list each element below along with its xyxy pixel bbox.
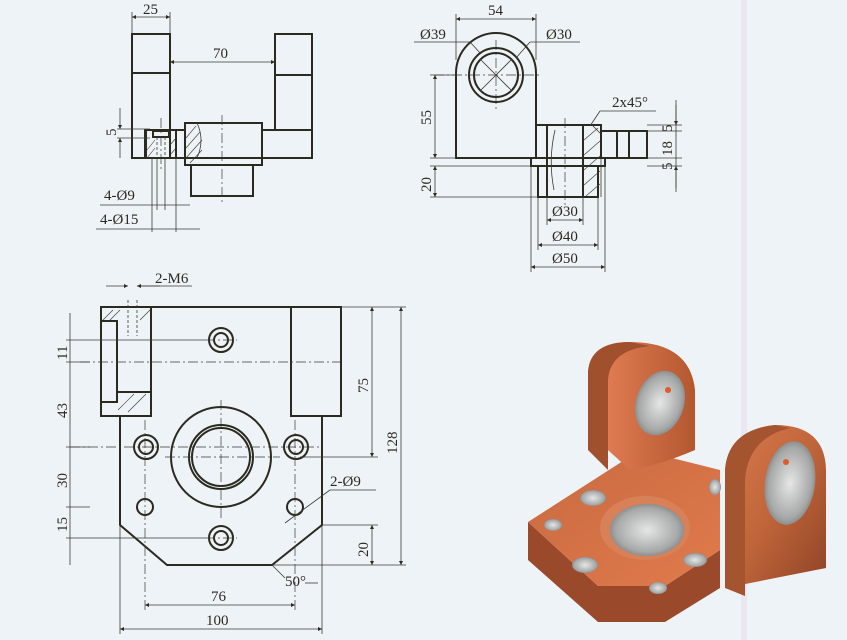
dim-lug-outer-dia: Ø39 — [420, 27, 446, 43]
dim-overall-width: 100 — [206, 613, 229, 629]
dim-small-hole: 4-Ø9 — [104, 188, 135, 204]
side-view: 54 Ø39 Ø30 55 20 2x45° — [414, 3, 682, 272]
dim-bore-dia: Ø30 — [552, 204, 578, 220]
dim-mid-thk: 18 — [660, 141, 676, 156]
dim-chamfer: 2x45° — [612, 95, 648, 111]
dim-boss-height: 20 — [419, 177, 435, 192]
front-view: 25 70 5 4-Ø9 4-Ø15 — [96, 2, 313, 232]
dim-height-75: 75 — [356, 378, 372, 393]
dim-lug-center-height: 55 — [419, 110, 435, 125]
dim-counterbore-dia: Ø40 — [552, 229, 578, 245]
dim-lug-width: 25 — [143, 2, 158, 18]
dim-lug-spacing: 70 — [213, 46, 228, 62]
dim-upper-thk: 5 — [660, 125, 676, 133]
dim-overall-height: 128 — [385, 432, 401, 455]
dim-span-43: 43 — [55, 403, 71, 418]
dim-chamfer-angle: 50° — [285, 574, 306, 590]
top-view: 2-M6 11 43 30 15 75 128 20 — [55, 271, 406, 634]
dim-span-15: 15 — [55, 517, 71, 532]
dim-lower-thk: 5 — [660, 163, 676, 171]
dim-step-height: 5 — [104, 129, 120, 137]
dim-lug-bore-dia: Ø30 — [546, 27, 572, 43]
dim-small-holes: 2-Ø9 — [330, 474, 361, 490]
dim-hole-spacing: 76 — [211, 589, 227, 605]
dim-thread: 2-M6 — [155, 271, 189, 287]
dim-side-width: 54 — [488, 3, 504, 19]
page-edge-stripe — [741, 0, 747, 640]
dim-offset-11: 11 — [55, 346, 71, 360]
dim-chamfer-height: 20 — [356, 542, 372, 557]
isometric-render — [528, 342, 826, 622]
dim-boss-dia: Ø50 — [552, 251, 578, 267]
dim-counterbore: 4-Ø15 — [100, 212, 138, 228]
dim-span-30: 30 — [55, 473, 71, 488]
